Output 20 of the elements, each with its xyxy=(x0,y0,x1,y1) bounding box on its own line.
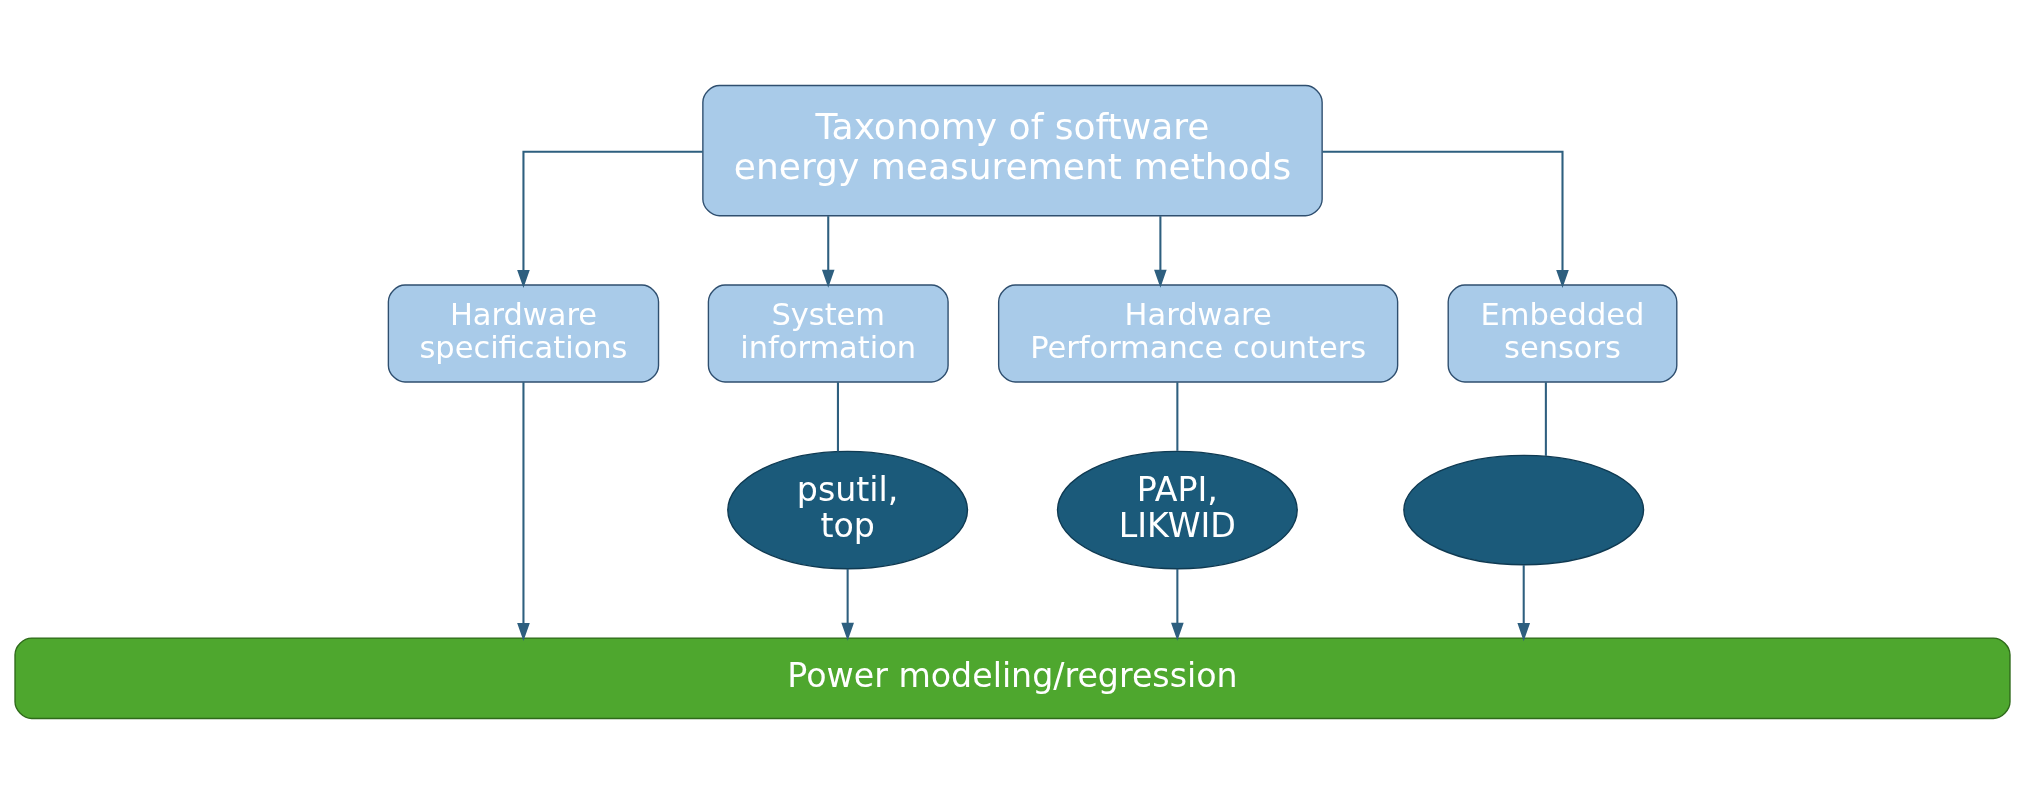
node-box: System information xyxy=(707,284,949,383)
node-box: Power modeling/regression xyxy=(14,637,2011,720)
connector xyxy=(1544,382,1547,456)
connector xyxy=(1176,382,1179,451)
arrow xyxy=(841,568,854,641)
arrow xyxy=(1154,216,1167,288)
arrow xyxy=(821,216,835,288)
node-box: Hardware specifications xyxy=(387,284,660,383)
node-box: Hardware Performance counters xyxy=(997,284,1399,383)
connector xyxy=(836,382,839,452)
arrow xyxy=(517,150,703,288)
arrow xyxy=(1517,565,1531,642)
arrow xyxy=(1171,568,1184,641)
node-ellipse: psutil, top xyxy=(727,450,969,570)
node-box: Taxonomy of software energy measurement methods xyxy=(702,84,1323,217)
node-ellipse: PAPI, LIKWID xyxy=(1056,450,1298,570)
arrow xyxy=(1322,150,1569,288)
node-ellipse xyxy=(1403,454,1645,566)
node-box: Embedded sensors xyxy=(1447,284,1678,383)
arrow xyxy=(517,382,530,642)
